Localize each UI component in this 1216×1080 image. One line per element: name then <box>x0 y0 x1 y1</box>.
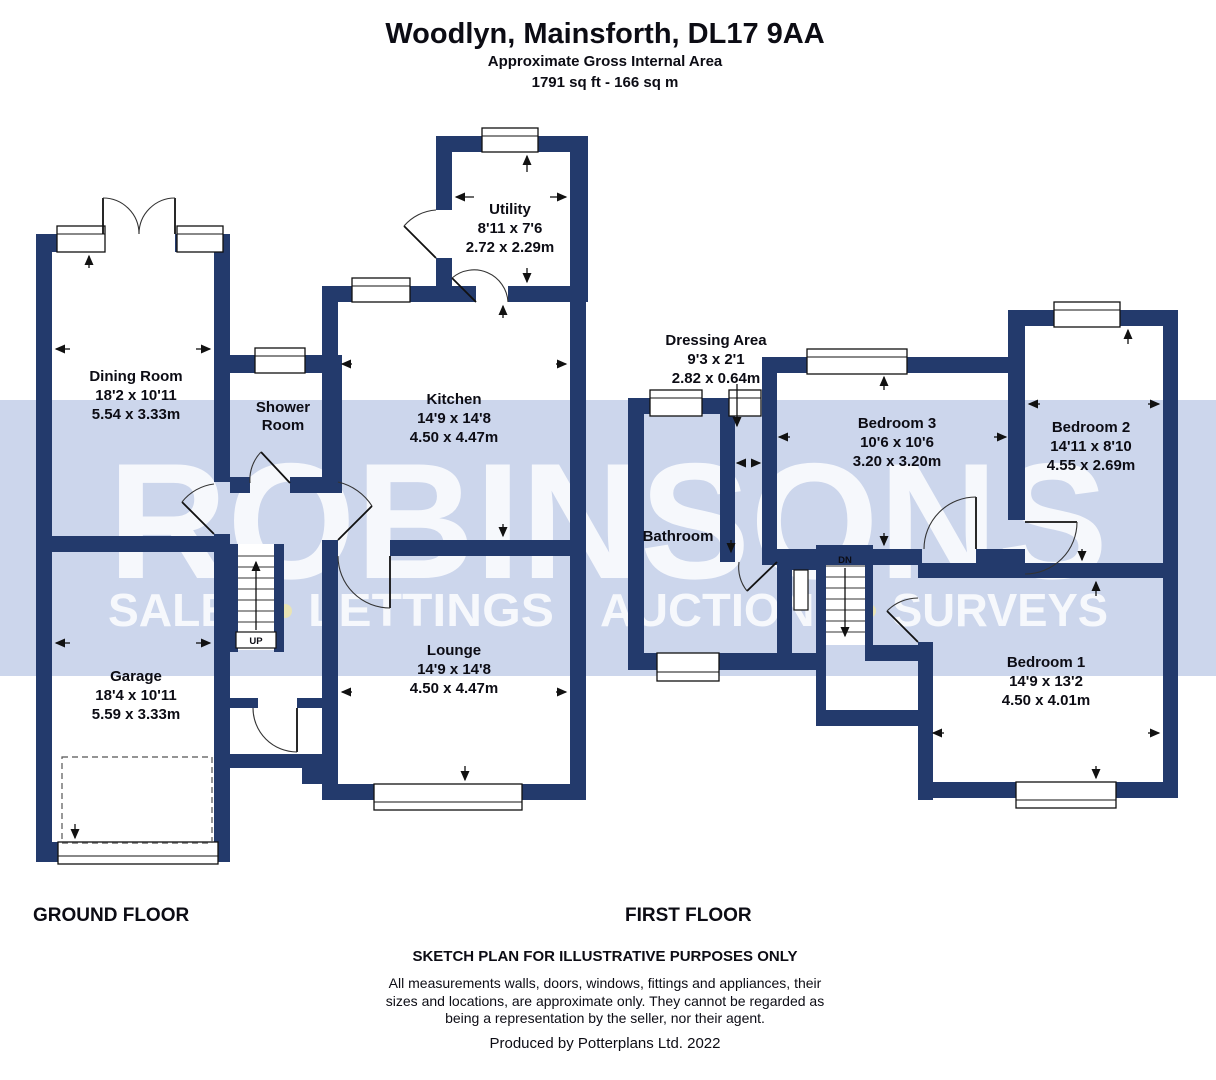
first-floor-dimension-arrows <box>726 328 1161 780</box>
utility-imperial: 8'11 x 7'6 <box>478 220 543 237</box>
garage-door <box>57 841 219 865</box>
kitchen-door-arc <box>337 481 373 507</box>
kitchen-name: Kitchen <box>426 391 481 408</box>
shower-room-name-line2: Room <box>262 417 305 434</box>
bedroom1-metric: 4.50 x 4.01m <box>1002 692 1090 709</box>
utility-metric: 2.72 x 2.29m <box>466 239 554 256</box>
utility-name: Utility <box>489 201 531 218</box>
bedroom2-metric: 4.55 x 2.69m <box>1047 457 1135 474</box>
lounge-imperial: 14'9 x 14'8 <box>417 661 491 678</box>
disclaimer-line3: being a representation by the seller, no… <box>445 1010 765 1026</box>
stairs-up-label: UP <box>249 636 263 647</box>
garage-name: Garage <box>110 668 162 685</box>
bedroom2-imperial: 14'11 x 8'10 <box>1050 438 1131 455</box>
ground-floor-title: GROUND FLOOR <box>33 905 189 926</box>
bathroom-name: Bathroom <box>643 528 714 545</box>
producer-credit: Produced by Potterplans Ltd. 2022 <box>490 1035 721 1052</box>
french-door-arc <box>102 197 140 235</box>
first-floor-title: FIRST FLOOR <box>625 905 752 926</box>
bay-window <box>373 783 523 811</box>
watermark-service-lettings: LETTINGS <box>308 584 554 636</box>
watermark-service-surveys: SURVEYS <box>892 584 1108 636</box>
french-door-arc <box>138 197 176 235</box>
page-subtitle: Approximate Gross Internal Area <box>488 53 723 70</box>
bedroom3-name: Bedroom 3 <box>858 415 936 432</box>
window <box>56 225 106 253</box>
bedroom2-name: Bedroom 2 <box>1052 419 1130 436</box>
bedroom3-door-arc <box>923 496 977 550</box>
lounge-door-arc <box>337 555 391 609</box>
dining-room-name: Dining Room <box>89 368 182 385</box>
window <box>656 652 720 682</box>
landing-cupboard <box>793 569 809 611</box>
bay-window <box>1015 781 1117 809</box>
hall-door-arc <box>252 707 298 753</box>
utility-side-door-arc <box>403 209 437 227</box>
window <box>649 389 703 417</box>
bedroom2-door-arc <box>1024 521 1078 575</box>
bedroom3-metric: 3.20 x 3.20m <box>853 453 941 470</box>
disclaimer-heading: SKETCH PLAN FOR ILLUSTRATIVE PURPOSES ON… <box>412 948 797 965</box>
dressing-area-name: Dressing Area <box>665 332 767 349</box>
dressing-area-imperial: 9'3 x 2'1 <box>687 351 744 368</box>
dressing-area-metric: 2.82 x 0.64m <box>672 370 760 387</box>
window <box>806 348 908 375</box>
garage-dashed-area <box>61 756 213 844</box>
kitchen-metric: 4.50 x 4.47m <box>410 429 498 446</box>
ground-floor-windows <box>56 127 539 865</box>
window <box>176 225 224 253</box>
lounge-metric: 4.50 x 4.47m <box>410 680 498 697</box>
stairs-up: UP <box>235 555 277 649</box>
first-floor-doors <box>738 496 1078 643</box>
garage-imperial: 18'4 x 10'11 <box>95 687 176 704</box>
stairs-up-box <box>235 631 277 649</box>
ground-floor-plan: UP Dining Room 18'2 x 10'1 <box>36 127 588 865</box>
window <box>728 389 762 417</box>
shower-room-name-line1: Shower <box>256 399 310 416</box>
gross-internal-area: 1791 sq ft - 166 sq m <box>532 74 679 91</box>
bedroom3-imperial: 10'6 x 10'6 <box>860 434 934 451</box>
first-floor-labels: Dressing Area 9'3 x 2'1 2.82 x 0.64m Bed… <box>643 332 1136 709</box>
ground-floor-dimension-arrows <box>54 154 568 840</box>
bedroom1-name: Bedroom 1 <box>1007 654 1085 671</box>
shower-door-arc <box>249 451 262 484</box>
utility-kitchen-door-arc <box>451 269 509 303</box>
dining-door-arc <box>181 483 215 503</box>
first-floor-windows <box>649 301 1121 809</box>
header: Woodlyn, Mainsforth, DL17 9AA Approximat… <box>385 18 824 91</box>
dining-room-imperial: 18'2 x 10'11 <box>95 387 176 404</box>
ground-floor-labels: Dining Room 18'2 x 10'11 5.54 x 3.33m Sh… <box>89 201 554 723</box>
window <box>481 127 539 153</box>
stairs-dn-label: DN <box>838 555 852 566</box>
disclaimer-line2: sizes and locations, are approximate onl… <box>386 993 824 1009</box>
disclaimer-line1: All measurements walls, doors, windows, … <box>389 975 822 991</box>
ground-floor-doors <box>102 197 509 753</box>
window <box>351 277 411 303</box>
bedroom1-door-arc <box>886 597 919 612</box>
lounge-name: Lounge <box>427 642 481 659</box>
page-title: Woodlyn, Mainsforth, DL17 9AA <box>385 18 824 50</box>
first-floor-plan: DN <box>628 301 1178 809</box>
ground-floor-walls <box>36 136 588 862</box>
bedroom1-imperial: 14'9 x 13'2 <box>1009 673 1083 690</box>
garage-metric: 5.59 x 3.33m <box>92 706 180 723</box>
window <box>254 347 306 374</box>
footer: SKETCH PLAN FOR ILLUSTRATIVE PURPOSES ON… <box>386 948 824 1052</box>
bathroom-door-arc <box>738 561 748 592</box>
dining-room-metric: 5.54 x 3.33m <box>92 406 180 423</box>
stairs-dn: DN <box>826 555 865 638</box>
window <box>1053 301 1121 328</box>
kitchen-imperial: 14'9 x 14'8 <box>417 410 491 427</box>
